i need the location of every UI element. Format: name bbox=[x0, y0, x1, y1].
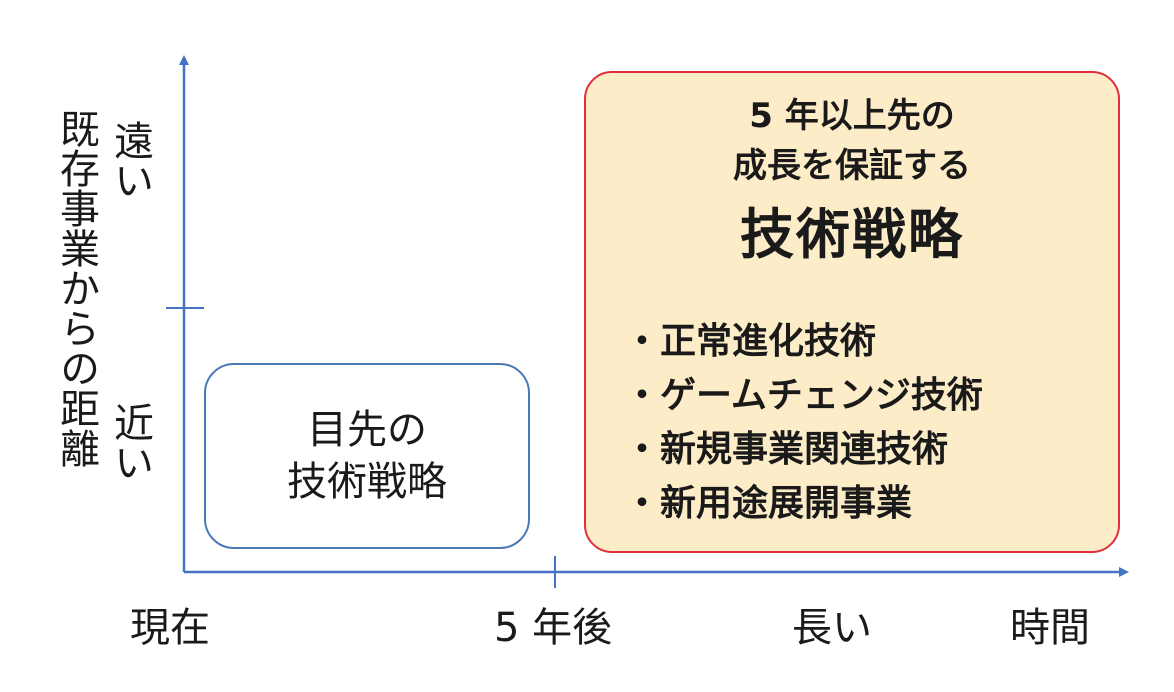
y-axis-far-label: 遠い bbox=[107, 120, 153, 200]
x-axis-mid-label: 5 年後 bbox=[494, 605, 613, 651]
list-item: ・ゲームチェンジ技術 bbox=[624, 375, 983, 416]
list-item: ・新用途展開事業 bbox=[624, 483, 913, 524]
y-axis-near-label: 近い bbox=[107, 402, 153, 482]
far-box-heading: 技術戦略 bbox=[740, 203, 964, 266]
far-box-item-list: ・正常進化技術 ・ゲームチェンジ技術 ・新規事業関連技術 ・新用途展開事業 bbox=[624, 315, 983, 531]
y-axis-title: 既存事業からの距離 bbox=[53, 108, 99, 468]
far-box-line2: 成長を保証する bbox=[733, 146, 971, 186]
near-box-line2: 技術戦略 bbox=[287, 459, 447, 505]
list-item: ・新規事業関連技術 bbox=[624, 429, 949, 470]
x-axis-start-label: 現在 bbox=[130, 605, 210, 651]
long-term-strategy-box: 5 年以上先の 成長を保証する 技術戦略 ・正常進化技術 ・ゲームチェンジ技術 … bbox=[584, 71, 1120, 553]
x-axis-title: 時間 bbox=[1010, 605, 1090, 651]
far-box-line1: 5 年以上先の bbox=[749, 96, 955, 136]
near-box-line1: 目先の bbox=[307, 407, 427, 453]
x-axis-long-label: 長い bbox=[792, 605, 872, 651]
near-term-strategy-box: 目先の 技術戦略 bbox=[204, 363, 530, 549]
list-item: ・正常進化技術 bbox=[624, 321, 877, 362]
